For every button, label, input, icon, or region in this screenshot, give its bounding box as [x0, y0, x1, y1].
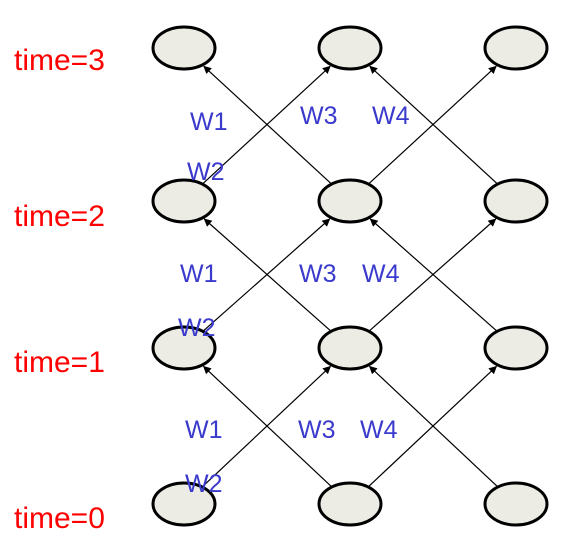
weight-label-w4: W4	[372, 102, 410, 130]
time-labels: time=3 time=2 time=1 time=0	[14, 44, 105, 535]
time-label-3: time=3	[14, 44, 105, 77]
node-time2-col1	[151, 178, 217, 224]
weight-label-w4: W4	[362, 260, 400, 288]
weight-label-w2: W2	[187, 158, 225, 186]
network-nodes	[151, 25, 549, 527]
weight-label-w1: W1	[185, 416, 223, 444]
weight-label-w3: W3	[298, 416, 336, 444]
time-label-2: time=2	[14, 200, 105, 233]
weight-label-w2: W2	[185, 470, 223, 498]
connection-arrow-t1-c1-to-t2-c0	[203, 218, 331, 332]
node-time3-col2	[317, 25, 383, 71]
node-time1-col2	[317, 325, 383, 371]
weight-label-w1: W1	[180, 260, 218, 288]
weight-label-w4: W4	[360, 416, 398, 444]
node-time0-col1	[151, 481, 217, 527]
node-time3-col3	[483, 25, 549, 71]
node-time0-col2	[317, 481, 383, 527]
connection-arrow-t2-c1-to-t3-c0	[203, 65, 332, 184]
node-time2-col3	[483, 178, 549, 224]
connection-arrow-t0-c2-to-t1-c1	[369, 365, 498, 487]
node-time2-col2	[317, 178, 383, 224]
time-label-0: time=0	[14, 502, 105, 535]
weight-label-w2: W2	[178, 314, 216, 342]
weight-labels-row-1-2: W1 W2 W3 W4	[178, 260, 400, 342]
connection-edges	[202, 65, 498, 487]
weight-labels-row-0-1: W1 W2 W3 W4	[185, 416, 398, 498]
connection-arrow-t1-c2-to-t2-c1	[369, 218, 497, 332]
node-time0-col3	[483, 481, 549, 527]
weight-label-w1: W1	[190, 108, 228, 136]
weight-label-w3: W3	[299, 260, 337, 288]
node-time1-col3	[483, 325, 549, 371]
weight-labels-row-2-3: W1 W2 W3 W4	[187, 102, 410, 186]
node-time1-col1	[151, 325, 217, 371]
connection-arrow-t0-c1-to-t1-c0	[203, 365, 332, 487]
node-time3-col1	[151, 25, 217, 71]
connection-arrow-t2-c2-to-t3-c1	[369, 65, 498, 184]
weight-label-w3: W3	[300, 102, 338, 130]
time-label-1: time=1	[14, 346, 105, 379]
